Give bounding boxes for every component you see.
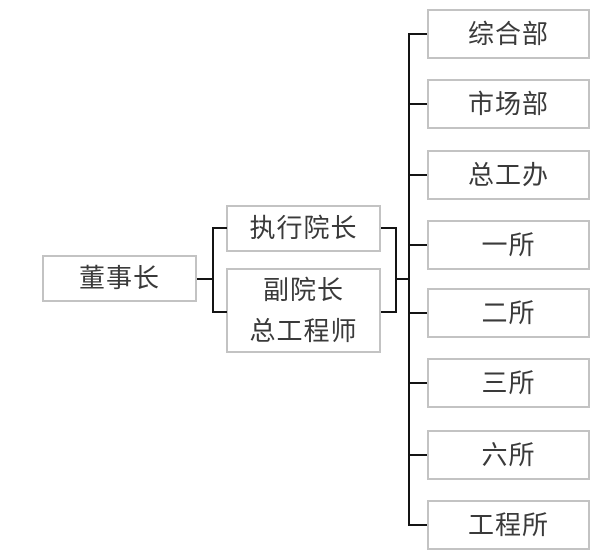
chief-engineer-label: 总工程师 <box>249 315 358 346</box>
connector-stub-general-affairs <box>408 33 427 35</box>
dept-box-general-affairs: 综合部 <box>427 9 590 59</box>
connector-stub-institute-6 <box>408 454 427 456</box>
connector-stub-institute-3 <box>408 382 427 384</box>
dept-box-institute-6: 六所 <box>427 430 590 480</box>
dept-box-engineering-institute: 工程所 <box>427 500 590 550</box>
dept-label: 总工办 <box>467 159 549 190</box>
connector-stub-chief-engineer-office <box>408 174 427 176</box>
connector-bracket-to-spine <box>395 278 410 280</box>
connector-stub-institute-2 <box>408 312 427 314</box>
connector-left-bracket-top-stub <box>212 227 227 229</box>
connector-stub-engineering-institute <box>408 524 427 526</box>
dept-box-chief-engineer-office: 总工办 <box>427 150 590 200</box>
connector-root-horizontal <box>197 278 213 280</box>
chairman-label: 董事长 <box>78 263 160 294</box>
chairman-box: 董事长 <box>42 255 197 302</box>
dept-box-institute-1: 一所 <box>427 220 590 270</box>
connector-right-bracket-bottom-stub <box>381 311 397 313</box>
dept-label: 三所 <box>481 367 536 398</box>
dept-label: 工程所 <box>467 509 549 540</box>
connector-left-bracket-vertical <box>212 227 214 313</box>
dept-label: 六所 <box>481 439 536 470</box>
dept-label: 综合部 <box>467 18 549 49</box>
vice-dean-label: 副院长 <box>262 275 344 306</box>
vice-dean-chief-engineer-box: 副院长 总工程师 <box>226 268 381 353</box>
dept-label: 二所 <box>481 297 536 328</box>
connector-stub-marketing <box>408 103 427 105</box>
executive-dean-label: 执行院长 <box>249 213 358 244</box>
connector-stub-institute-1 <box>408 244 427 246</box>
dept-box-institute-2: 二所 <box>427 288 590 338</box>
connector-right-bracket-top-stub <box>381 227 397 229</box>
executive-dean-box: 执行院长 <box>226 205 381 252</box>
dept-label: 一所 <box>481 229 536 260</box>
dept-label: 市场部 <box>467 88 549 119</box>
dept-box-marketing: 市场部 <box>427 79 590 129</box>
connector-right-bracket-vertical <box>395 227 397 313</box>
connector-spine-vertical <box>408 33 410 526</box>
dept-box-institute-3: 三所 <box>427 358 590 408</box>
connector-left-bracket-bottom-stub <box>212 311 227 313</box>
